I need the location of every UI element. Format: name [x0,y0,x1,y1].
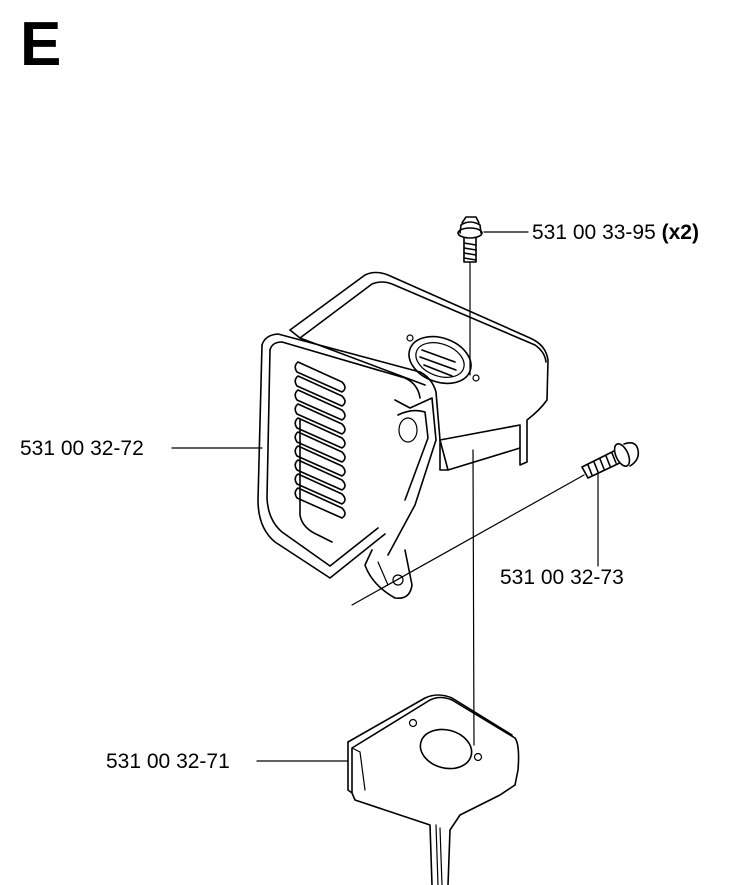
section-letter: E [20,10,62,79]
side-screw-drawing [581,442,640,479]
muffler-cover-drawing [257,271,549,600]
bracket-drawing [347,694,520,885]
top-screw-drawing [457,216,483,263]
side-screw-axis [351,474,585,606]
bracket-axis [472,449,475,746]
label-top-screw: 531 00 33-95 (x2) [532,221,699,244]
label-muffler-cover: 531 00 32-72 [20,437,144,460]
label-bracket: 531 00 32-71 [106,750,230,773]
label-side-screw: 531 00 32-73 [500,566,624,589]
